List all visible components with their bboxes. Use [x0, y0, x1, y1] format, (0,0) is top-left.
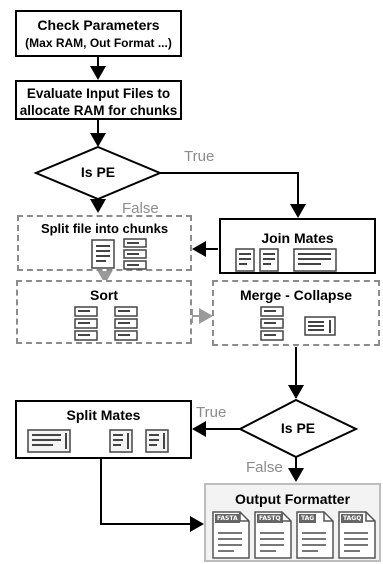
chunks-icon — [123, 238, 147, 270]
decision-is-pe-2 — [237, 398, 359, 459]
edge-label-false-2: False — [246, 459, 283, 476]
is-pe-1-label: Is PE — [80, 164, 116, 180]
merge-collapse-box: Merge - Collapse — [212, 280, 380, 346]
edge-ispe1-true — [160, 172, 306, 218]
output-format-file-icon: TAG — [296, 511, 334, 559]
is-pe-2-label: Is PE — [280, 420, 316, 436]
join-mates-box: Join Mates — [219, 218, 376, 274]
check-parameters-box: Check Parameters (Max RAM, Out Format ..… — [15, 10, 182, 57]
merge-collapse-label: Merge - Collapse — [239, 287, 353, 303]
check-parameters-subtitle: (Max RAM, Out Format ...) — [25, 36, 172, 50]
edge-label-true-1: True — [184, 148, 215, 165]
joined-document-icon — [293, 248, 337, 272]
output-formatter-label: Output Formatter — [234, 491, 351, 507]
check-parameters-title: Check Parameters — [37, 17, 160, 33]
sort-label: Sort — [90, 287, 118, 303]
evaluate-line-1: Evaluate Input Files to — [26, 86, 171, 101]
document-icon — [259, 248, 279, 272]
evaluate-input-files-box: Evaluate Input Files to allocate RAM for… — [15, 80, 182, 120]
evaluate-line-2: allocate RAM for chunks — [19, 103, 178, 118]
document-icon — [91, 239, 115, 269]
sorted-chunks-icon — [74, 306, 98, 341]
merge-chunks-icon — [260, 306, 284, 341]
split-mates-box: Split Mates — [15, 400, 192, 459]
output-format-label: TAG — [299, 514, 317, 523]
edge-label-true-2: True — [196, 404, 227, 421]
split-into-chunks-label: Split file into chunks — [40, 221, 169, 236]
output-format-file-icon: TAGQ — [338, 511, 376, 559]
split-mates-label: Split Mates — [66, 407, 141, 423]
output-format-label: FASTQ — [257, 514, 283, 523]
sorted-chunks-icon — [114, 306, 138, 341]
output-formatter-box: Output Formatter FASTA FASTQ TAG TAGQ — [204, 483, 381, 562]
mate-document-icon — [27, 429, 71, 453]
mate-document-icon — [109, 429, 133, 453]
output-format-file-icon: FASTA — [212, 511, 250, 559]
output-format-label: TAGQ — [341, 514, 364, 523]
sort-box: Sort — [16, 280, 192, 344]
document-icon — [235, 248, 255, 272]
output-format-label: FASTA — [215, 514, 240, 523]
edge-split-mates-output — [100, 459, 204, 532]
mate-document-icon — [145, 429, 169, 453]
split-into-chunks-box: Split file into chunks — [17, 215, 192, 271]
decision-is-pe-1 — [33, 145, 163, 201]
output-format-file-icon: FASTQ — [254, 511, 292, 559]
join-mates-label: Join Mates — [261, 230, 334, 246]
edge-label-false-1: False — [122, 200, 159, 217]
collapsed-document-icon — [304, 316, 336, 336]
